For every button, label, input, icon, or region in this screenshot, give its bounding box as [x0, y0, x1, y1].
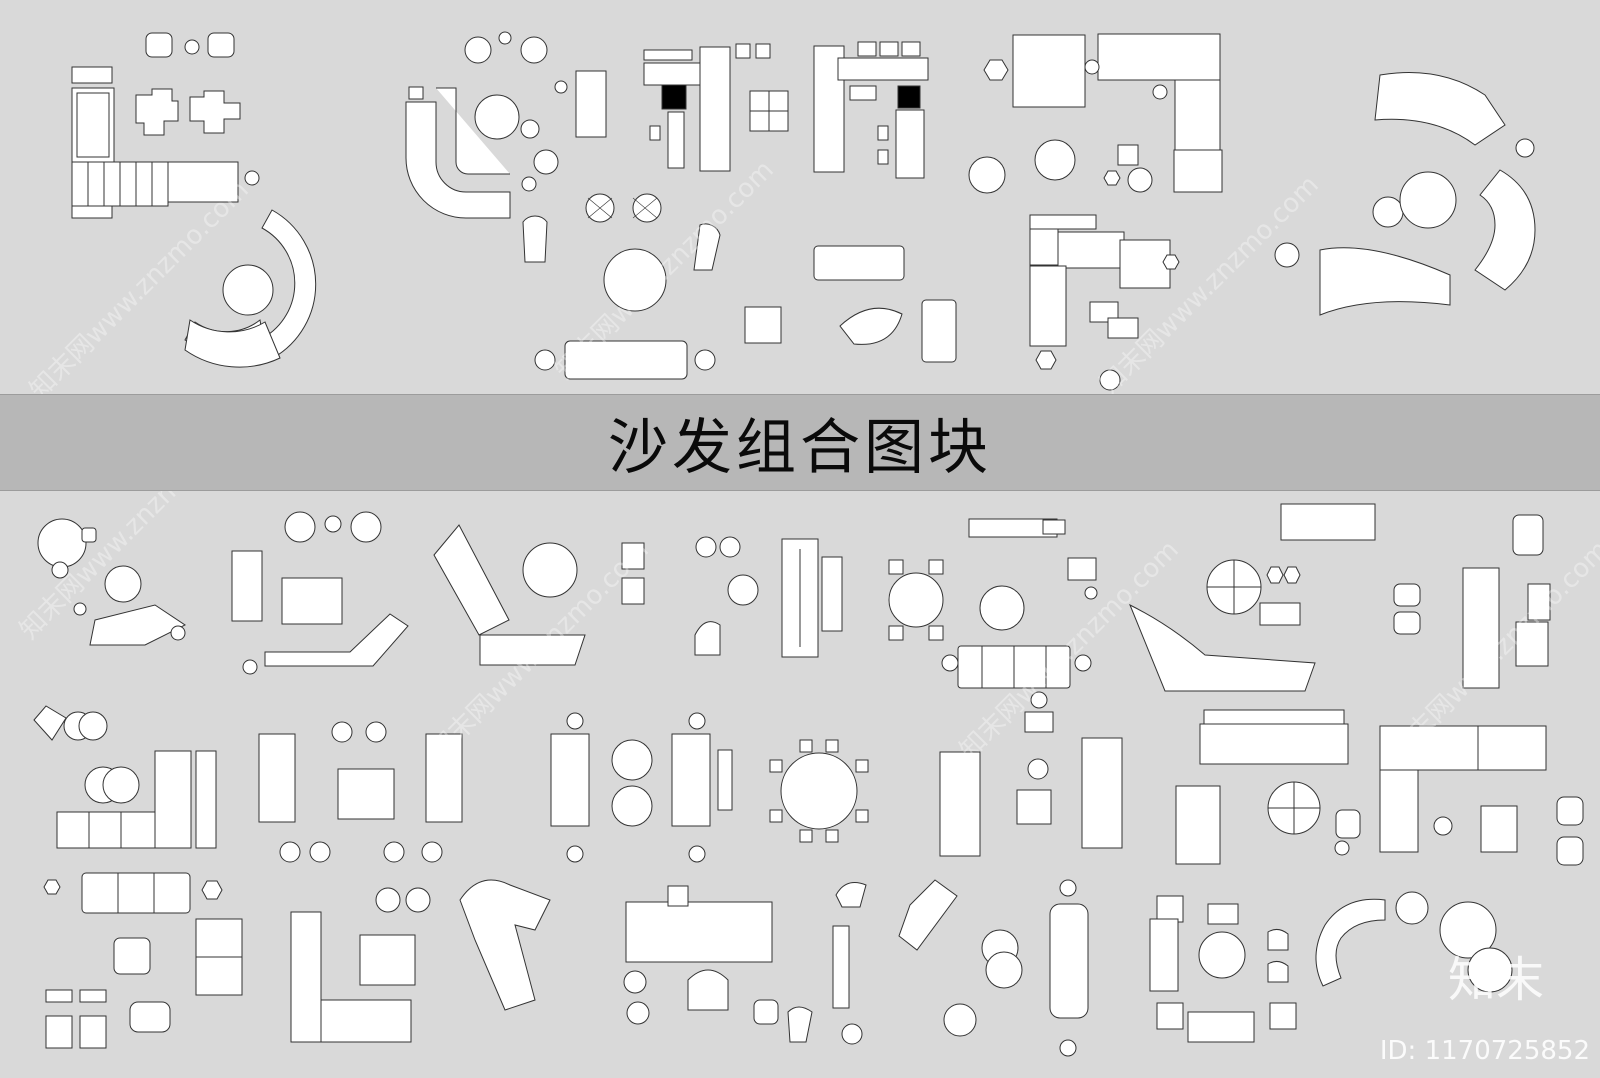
- sofa-group-5: [1274, 72, 1536, 316]
- sofa-group-6: [37, 518, 186, 646]
- sofa-group-1: [71, 32, 317, 368]
- page-title: 沙发组合图块: [608, 413, 992, 483]
- sofa-group-15: [898, 691, 1123, 1057]
- sofa-group-3: [643, 41, 957, 363]
- sofa-group-4: [968, 33, 1223, 391]
- sofa-group-9: [694, 536, 843, 658]
- sofa-group-7: [231, 511, 409, 675]
- title-band: 沙发组合图块: [0, 394, 1600, 491]
- sofa-group-13: [258, 721, 551, 1043]
- sofa-group-16: [1175, 709, 1584, 866]
- sofa-group-8: [433, 524, 645, 666]
- brand-logo: 知末: [1447, 952, 1544, 1008]
- sofa-group-2: [405, 31, 721, 380]
- asset-id-label: ID: 1170725852: [1379, 1036, 1590, 1066]
- sofa-group-11: [1129, 503, 1551, 692]
- sofa-group-17: [1149, 891, 1513, 1043]
- sofa-group-10: [888, 518, 1098, 689]
- sofa-group-12: [33, 705, 243, 1049]
- sofa-group-14: [550, 712, 869, 1045]
